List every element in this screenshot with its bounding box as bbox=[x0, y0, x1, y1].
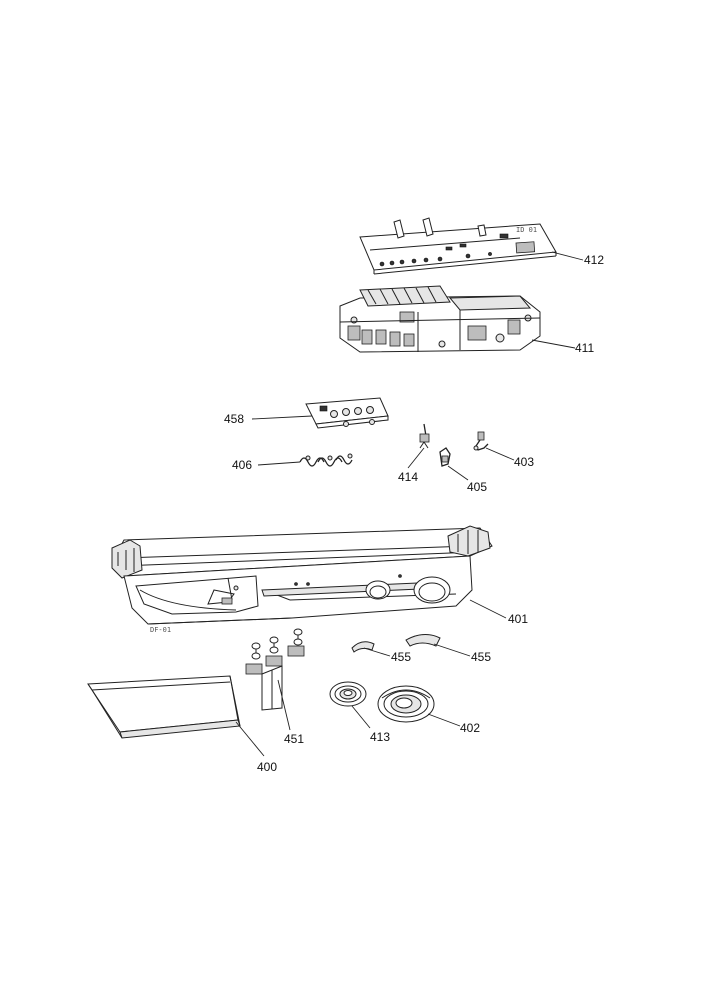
part-411-control-module bbox=[339, 285, 541, 353]
part-401-control-panel: DF-01 bbox=[111, 525, 493, 634]
label-414: 414 bbox=[398, 470, 418, 484]
label-455-b: 455 bbox=[471, 650, 491, 664]
panel-marking: DF-01 bbox=[150, 626, 171, 634]
part-406-spring-clips bbox=[299, 453, 353, 467]
label-413: 413 bbox=[370, 730, 390, 744]
label-405: 405 bbox=[467, 480, 487, 494]
part-413-small-knob bbox=[329, 681, 367, 707]
label-411: 411 bbox=[575, 341, 594, 355]
part-405-sensor bbox=[439, 447, 451, 467]
part-402-large-knob bbox=[377, 685, 435, 723]
label-401: 401 bbox=[508, 612, 528, 626]
label-403: 403 bbox=[514, 455, 534, 469]
label-412: 412 bbox=[584, 253, 604, 267]
part-403-connector bbox=[473, 431, 489, 451]
part-451-push-buttons bbox=[245, 628, 305, 711]
part-400-cover-plate bbox=[87, 675, 241, 739]
part-414-switch bbox=[419, 423, 430, 449]
label-455-a: 455 bbox=[391, 650, 411, 664]
label-402: 402 bbox=[460, 721, 480, 735]
part-455-lens-right bbox=[405, 634, 441, 647]
label-400: 400 bbox=[257, 760, 277, 774]
label-451: 451 bbox=[284, 732, 304, 746]
label-406: 406 bbox=[232, 458, 252, 472]
part-412-circuit-board: ID 01 bbox=[359, 217, 557, 275]
board-marking: ID 01 bbox=[516, 226, 537, 234]
part-458-button-panel bbox=[305, 397, 389, 429]
label-458: 458 bbox=[224, 412, 244, 426]
